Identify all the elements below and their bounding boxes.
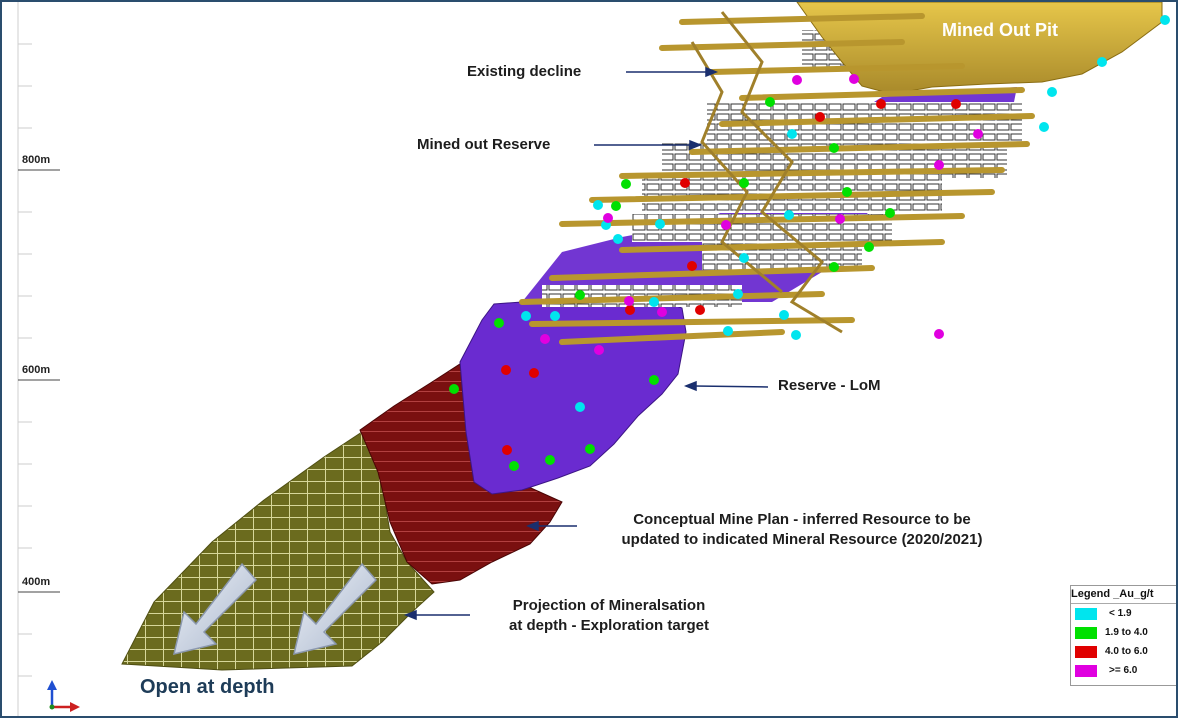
label-existing-decline: Existing decline <box>467 63 582 80</box>
legend-swatch-green <box>1075 626 1097 639</box>
legend-title: Legend _Au_g/t <box>1071 586 1176 604</box>
projection-line-2: at depth - Exploration target <box>508 617 709 634</box>
axis-triad-icon <box>47 680 80 712</box>
open-depth-arrows <box>172 562 378 656</box>
label-mined-out-reserve: Mined out Reserve <box>417 136 551 153</box>
conceptual-plan-line-2: updated to indicated Mineral Resource (2… <box>621 531 983 548</box>
label-mined-out-pit: Mined Out Pit <box>942 20 1058 40</box>
conceptual-plan-line-1: Conceptual Mine Plan - inferred Resource… <box>633 511 971 528</box>
legend-label: 4.0 to 6.0 <box>1105 646 1148 657</box>
label-projection-mineralisation: Projection of Mineralsation at depth - E… <box>464 596 754 636</box>
legend-swatch-magenta <box>1075 664 1097 677</box>
elevation-label-800: 800m <box>22 154 51 166</box>
legend-item-lt-1-9: < 1.9 <box>1071 604 1176 623</box>
legend-swatch-cyan <box>1075 607 1097 620</box>
grade-legend: Legend _Au_g/t < 1.9 1.9 to 4.0 4.0 to 6… <box>1070 585 1176 686</box>
callout-arrows <box>403 66 769 621</box>
label-open-at-depth: Open at depth <box>140 676 275 698</box>
legend-item-4-0-to-6-0: 4.0 to 6.0 <box>1071 642 1176 661</box>
inferred-resource-blocks <box>359 363 563 585</box>
elevation-label-600: 600m <box>22 364 51 376</box>
projection-line-1: Projection of Mineralsation <box>512 597 706 614</box>
legend-label: < 1.9 <box>1109 608 1132 619</box>
exploration-target-blocks <box>121 431 435 671</box>
label-conceptual-mine-plan: Conceptual Mine Plan - inferred Resource… <box>557 510 1047 550</box>
legend-item-gte-6-0: >= 6.0 <box>1071 661 1176 680</box>
legend-item-1-9-to-4-0: 1.9 to 4.0 <box>1071 623 1176 642</box>
underground-development <box>519 13 1035 345</box>
drillhole-intercepts <box>449 15 1170 471</box>
legend-swatch-red <box>1075 645 1097 658</box>
elevation-scale <box>17 2 60 716</box>
legend-label: 1.9 to 4.0 <box>1105 627 1148 638</box>
decline-ramp <box>690 11 843 334</box>
label-reserve-lom: Reserve - LoM <box>778 377 881 394</box>
legend-label: >= 6.0 <box>1109 665 1138 676</box>
elevation-label-400: 400m <box>22 576 51 588</box>
